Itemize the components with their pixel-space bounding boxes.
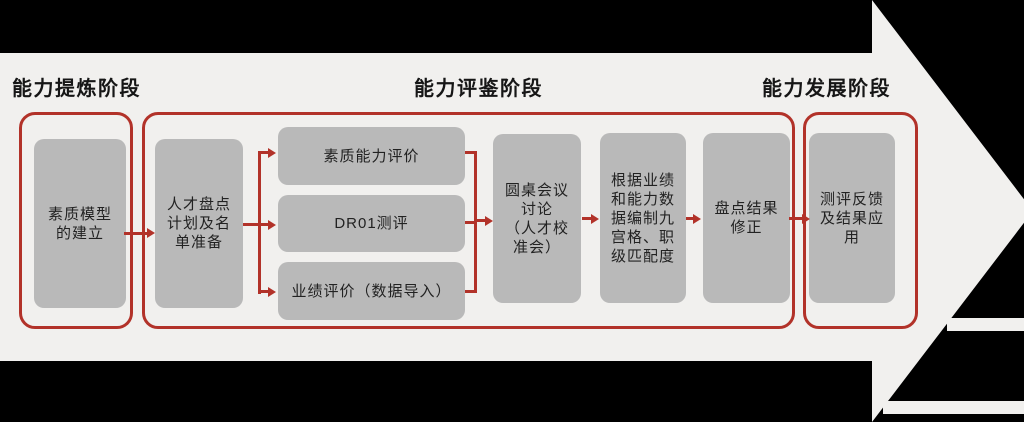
arrowhead-to-plan-icon	[147, 228, 155, 238]
group-extraction-phase	[19, 112, 133, 329]
arrow-edge-step-artifact	[947, 318, 1024, 331]
connector-merge-to-roundtable	[474, 219, 486, 222]
arrowhead-to-roundtable-icon	[485, 216, 493, 226]
connector-roundtable-to-ninegrid	[582, 217, 592, 220]
arrowhead-to-competency-eval-icon	[268, 148, 276, 158]
box-dr01-assessment-label: DR01测评	[334, 215, 409, 232]
connector-dr01-merge	[465, 221, 477, 224]
connector-branch-bottom	[258, 290, 271, 293]
box-review-plan: 人才盘点 计划及名 单准备	[155, 139, 243, 308]
box-feedback-application: 测评反馈 及结果应 用	[809, 133, 895, 303]
arrowhead-to-feedback-icon	[802, 214, 810, 224]
box-performance-evaluation: 业绩评价（数据导入）	[278, 262, 465, 320]
arrowhead-to-performance-eval-icon	[268, 287, 276, 297]
box-feedback-application-label: 测评反馈 及结果应 用	[819, 190, 884, 246]
box-performance-evaluation-label: 业绩评价（数据导入）	[291, 282, 452, 300]
connector-plan-branch-mid	[243, 223, 269, 226]
group-assessment-phase	[142, 112, 795, 329]
box-review-plan-label: 人才盘点 计划及名 单准备	[166, 196, 231, 251]
connector-branch-top	[258, 151, 271, 154]
connector-performance-eval-merge	[465, 290, 477, 293]
box-dr01-assessment: DR01测评	[278, 195, 465, 252]
phase-title-assessment: 能力评鉴阶段	[414, 78, 543, 100]
phase-title-development: 能力发展阶段	[762, 78, 891, 100]
arrowhead-to-dr01-icon	[268, 220, 276, 230]
connector-model-to-plan	[124, 232, 148, 235]
connector-branch-split-line	[258, 151, 261, 294]
box-competency-model: 素质模型 的建立	[34, 139, 126, 308]
connector-competency-eval-merge	[465, 151, 477, 154]
phase-title-extraction: 能力提炼阶段	[12, 78, 141, 100]
connector-ninegrid-to-revision	[686, 217, 694, 220]
connector-merge-line	[474, 151, 477, 293]
arrow-edge-step-artifact	[883, 401, 1024, 414]
arrowhead-to-ninegrid-icon	[591, 214, 599, 224]
box-nine-grid-mapping-label: 根据业绩 和能力数 据编制九 宫格、职 级匹配度	[610, 171, 675, 265]
connector-revision-to-feedback	[789, 217, 803, 220]
box-roundtable-discussion-label: 圆桌会议 讨论 （人才校 准会）	[504, 181, 569, 256]
box-competency-evaluation: 素质能力评价	[278, 127, 465, 185]
arrowhead-to-revision-icon	[693, 214, 701, 224]
box-result-revision: 盘点结果 修正	[703, 133, 790, 303]
box-competency-model-label: 素质模型 的建立	[47, 205, 112, 242]
box-nine-grid-mapping: 根据业绩 和能力数 据编制九 宫格、职 级匹配度	[600, 133, 686, 303]
box-result-revision-label: 盘点结果 修正	[714, 200, 779, 236]
box-competency-evaluation-label: 素质能力评价	[323, 147, 420, 165]
box-roundtable-discussion: 圆桌会议 讨论 （人才校 准会）	[493, 134, 581, 303]
